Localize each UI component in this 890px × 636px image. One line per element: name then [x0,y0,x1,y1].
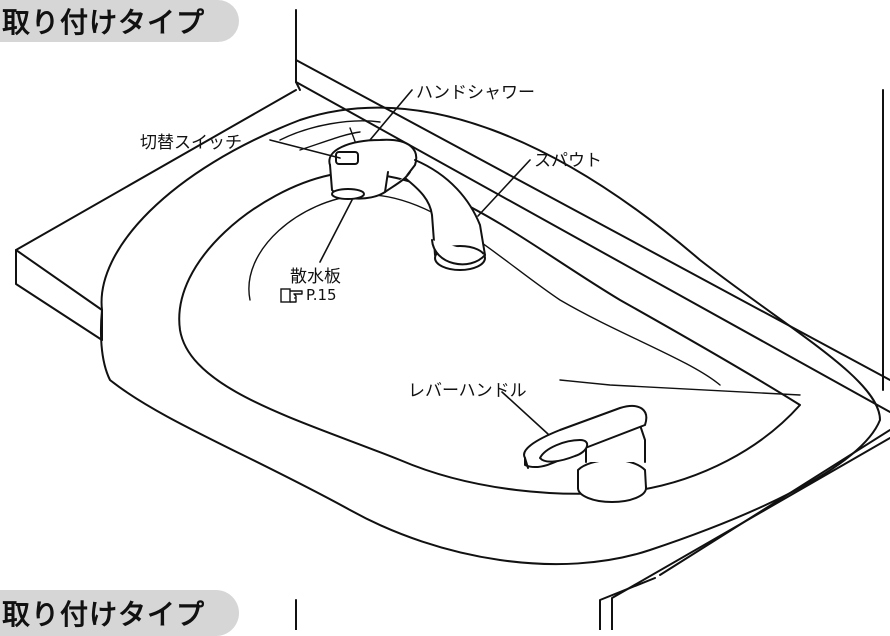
section-heading-bottom-text: 取り付けタイプ [2,598,206,631]
label-hand-shower: ハンドシャワー [416,83,535,103]
basin-rim [99,106,881,566]
counter-slab [15,89,890,630]
label-spout: スパウト [534,151,602,171]
pointing-hand-icon [280,288,303,303]
leader-lines [269,89,549,435]
leader-sprinkler [319,199,353,263]
page-reference-text: P.15 [306,286,337,304]
page-reference: P.15 [280,286,337,304]
label-lever-handle: レバーハンドル [408,381,527,401]
lever-handle-drawing [523,405,648,503]
leader-spout [477,159,531,217]
faucet [328,138,486,271]
leader-switch [269,139,341,159]
section-heading-top: 取り付けタイプ [0,0,240,42]
basin-bowl [178,172,801,495]
label-switch: 切替スイッチ [140,133,242,153]
wall-lines [295,9,890,413]
section-heading-top-text: 取り付けタイプ [2,6,206,39]
leader-lever [501,391,549,435]
leader-hand-shower [369,89,413,141]
section-heading-bottom: 取り付けタイプ [0,590,240,636]
label-sprinkler-plate: 散水板 [290,267,341,287]
